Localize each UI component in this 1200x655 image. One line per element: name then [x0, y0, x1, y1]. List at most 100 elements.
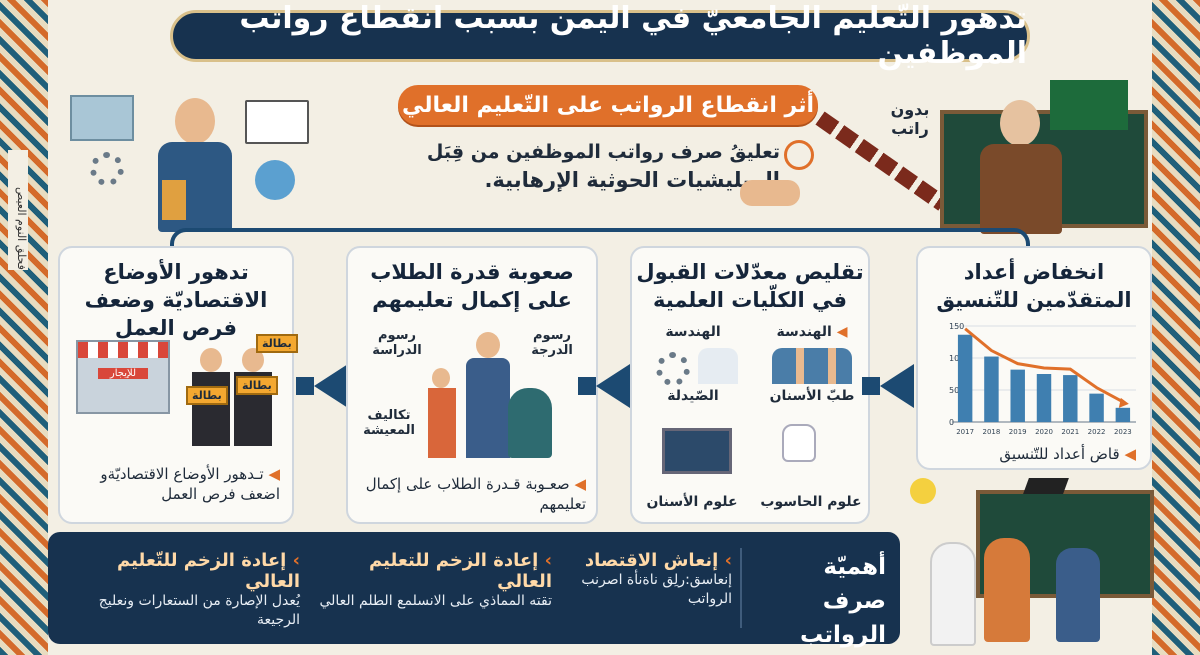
arrow-left-icon [314, 364, 348, 408]
teacher-avatar [1000, 100, 1040, 146]
card-applicants-title: انخفاض أعداد المتقدّمين للتّنسيق [936, 260, 1132, 312]
unemployment-sign-3: بطالة [236, 376, 278, 395]
chart-trend-line [964, 327, 1124, 404]
chart-xtick-label: 2017 [956, 428, 974, 436]
book-icon [162, 180, 186, 220]
lightbulb-icon [910, 478, 936, 504]
label-engineering-2: الهندسة [665, 324, 721, 340]
chart-bar [1010, 369, 1025, 422]
label-fees-degree: رسوم الدرجة [531, 328, 573, 358]
empty-hand-icon [740, 180, 800, 206]
lecturer-figure [1056, 548, 1100, 642]
card-economy: تدهور الأوضاع الاقتصاديّة وضعف فرص العمل… [58, 246, 298, 524]
chart-bar [1089, 393, 1104, 422]
chart-bar [957, 334, 973, 422]
shop-sign: للإيجار [98, 368, 148, 379]
card-admission: تقليص معدّلات القبول في الكلّيات العلمية… [630, 246, 870, 524]
right-ornament-strip [1152, 0, 1200, 655]
chart-bar [1063, 375, 1078, 422]
gear-icon [656, 352, 690, 386]
side-vertical-text: فحلق النوم العيص [8, 150, 28, 270]
card-applicants: انخفاض أعداد المتقدّمين للتّنسيق 150 100 5… [916, 246, 1152, 470]
card-economy-title: تدهور الأوضاع الاقتصاديّة وضعف فرص العمل [84, 260, 268, 340]
chart-ytick-label: 150 [949, 322, 964, 331]
bullet-triangle-icon: ◀ [574, 475, 586, 493]
graduation-cap-icon [1023, 478, 1069, 494]
open-book-icon [245, 100, 309, 144]
bottom-banner: أهميّة صرف الرواتب › إنعاش الاقتصاد إنعا… [48, 532, 900, 648]
label-engineering-1: ◀ الهندسة [776, 324, 848, 340]
chart-xtick-label: 2019 [1009, 428, 1027, 436]
closed-shop: للإيجار [76, 340, 170, 414]
flow-arrow-1 [296, 364, 348, 408]
flow-arrow-3 [862, 364, 914, 408]
unemployment-sign-1: بطالة [256, 334, 298, 353]
arrow-left-icon [880, 364, 914, 408]
main-note: تعليقُ صرف رواتب الموظفين من قِبَل الميل… [420, 138, 780, 194]
card-admission-title: تقليص معدّلات القبول في الكلّيات العلمية [636, 260, 864, 312]
flag-icon [1050, 80, 1128, 130]
bullet-triangle-icon: ◀ [836, 324, 848, 340]
chart-bar [984, 356, 999, 422]
card-students-bullet: ◀ صعـوبة قـدرة الطلاب على إكمال تعليمهم [365, 475, 586, 513]
computer-monitor-icon [662, 428, 732, 474]
mother-figure [508, 388, 552, 458]
scholar-illustration [60, 90, 310, 232]
bullet-triangle-icon: ◀ [268, 465, 280, 483]
flow-arrow-2 [578, 364, 630, 408]
arrow-left-icon [596, 364, 630, 408]
bottom-col-3: › إعادة الزخم للتّعليم العالي يُعدل الإص… [98, 550, 300, 628]
section-badge: أثر انقطاع الرواتب على التّعليم العالي [398, 85, 818, 125]
page-title: تدهور التّعليم الجامعيّ في اليمن بسبب ان… [170, 1, 1030, 71]
label-living-costs: تكاليف المعيشة [363, 408, 415, 438]
globe-icon [255, 160, 295, 200]
chevron-left-icon: › [544, 550, 552, 571]
main-note-line1: تعليقُ صرف رواتب الموظفين من قِبَل [426, 141, 780, 163]
chart-xtick-label: 2021 [1061, 428, 1079, 436]
chart-xtick-label: 2023 [1114, 428, 1132, 436]
chart-ytick-label: 50 [949, 386, 959, 395]
doctor-figure [698, 348, 738, 384]
graduate-avatar-1 [200, 348, 222, 372]
chart-xtick-label: 2022 [1088, 428, 1106, 436]
label-pharmacy: الصّيدلة [667, 388, 719, 404]
chart-bar [1036, 374, 1052, 422]
stop-hand-icon [784, 140, 814, 170]
label-computing: علوم الحاسوب [760, 494, 862, 510]
chart-xtick-label: 2018 [983, 428, 1001, 436]
no-salary-caption: بدون راتب [890, 100, 930, 138]
bottom-heading: أهميّة صرف الرواتب [800, 554, 886, 648]
engineers-group [772, 348, 852, 384]
graduate-body-1 [192, 372, 230, 446]
connector-line [170, 228, 1030, 246]
card-students: صعوبة قدرة الطلاب على إكمال تعليمهم رسوم… [346, 246, 598, 524]
unemployment-sign-2: بطالة [186, 386, 228, 405]
card-applicants-bullet: ◀ قاض أعداد للتّنسيق [999, 445, 1136, 463]
tooth-icon [782, 424, 816, 462]
gear-icon [90, 152, 124, 186]
chart-ytick-label: 100 [949, 354, 964, 363]
father-avatar [476, 332, 500, 358]
label-dentistry: طبّ الأسنان [769, 388, 855, 404]
student-figure-1 [930, 542, 976, 646]
classroom-illustration [906, 478, 1154, 648]
chart-trend-arrowhead [1118, 397, 1129, 408]
father-body [466, 358, 510, 458]
label-fees-study: رسوم الدراسة [372, 328, 422, 358]
avatar [175, 98, 215, 144]
student-figure-2 [984, 538, 1030, 642]
chevron-left-icon: › [724, 550, 732, 571]
bullet-triangle-icon: ◀ [1124, 445, 1136, 463]
bottom-col-1: › إنعاش الاقتصاد إنعاسق:رلِق ناةنأة اصرن… [581, 550, 732, 607]
map-icon [70, 95, 134, 141]
card-students-title: صعوبة قدرة الطلاب على إكمال تعليمهم [370, 260, 574, 312]
teacher-illustration: بدون راتب [891, 80, 1150, 240]
bottom-col-2: › إعادة الزخم للتعليم العالي تقته المماذ… [319, 550, 552, 609]
chart-bar [1115, 407, 1131, 422]
teacher-body [980, 144, 1062, 234]
chevron-left-icon: › [292, 550, 300, 571]
label-dental-sciences: علوم الأسنان [646, 494, 738, 510]
main-note-line2: الميليشيات الحوثية الإرهابية. [484, 168, 780, 192]
child-body [428, 388, 456, 458]
